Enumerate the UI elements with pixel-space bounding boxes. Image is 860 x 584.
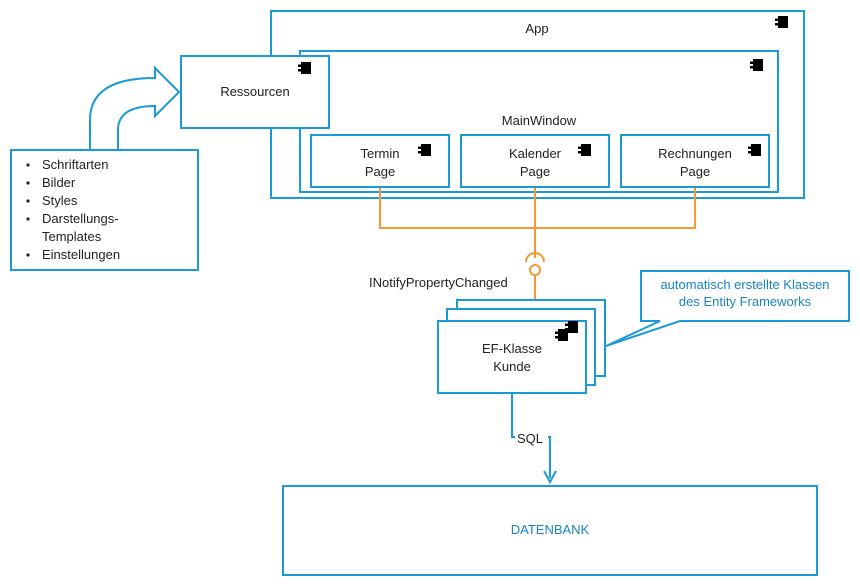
page-termin[interactable]: Termin Page xyxy=(310,134,450,188)
bullet-icon xyxy=(26,217,30,221)
bullet-icon xyxy=(26,163,30,167)
page-label-line2: Page xyxy=(520,164,550,179)
resource-item: Templates xyxy=(42,229,102,244)
page-kalender[interactable]: Kalender Page xyxy=(460,134,610,188)
entity-label-line2: Kunde xyxy=(493,359,531,374)
socket-icon xyxy=(525,252,545,263)
resource-item: Einstellungen xyxy=(42,247,120,262)
entity-label-line1: EF-Klasse xyxy=(482,341,542,356)
resources-list-box: Schriftarten Bilder Styles Darstellungs-… xyxy=(10,149,199,271)
database-label: DATENBANK xyxy=(511,522,590,537)
page-label-line2: Page xyxy=(365,164,395,179)
bullet-icon xyxy=(26,181,30,185)
page-label-line1: Termin xyxy=(360,146,399,161)
page-label-line1: Kalender xyxy=(509,146,562,161)
page-label-line2: Page xyxy=(680,164,710,179)
callout-shape xyxy=(605,270,850,347)
database[interactable]: DATENBANK xyxy=(282,485,818,576)
mainwindow-title: MainWindow xyxy=(502,113,577,128)
resource-item: Styles xyxy=(42,193,78,208)
note-line1: automatisch erstellte Klassen xyxy=(660,277,829,292)
resources-title: Ressourcen xyxy=(220,84,289,99)
interface-connectors xyxy=(379,188,696,301)
resources-list: Schriftarten Bilder Styles Darstellungs-… xyxy=(26,157,120,262)
ef-classes-stack[interactable]: EF-Klasse Kunde xyxy=(437,299,606,394)
resources-component[interactable]: Ressourcen xyxy=(180,55,330,129)
bullet-icon xyxy=(26,253,30,257)
resource-item: Schriftarten xyxy=(42,157,108,172)
connector-line xyxy=(379,188,696,229)
note-line2: des Entity Frameworks xyxy=(679,294,812,309)
sql-connector: SQL xyxy=(511,394,557,485)
interface-label: INotifyPropertyChanged xyxy=(369,275,508,290)
bullet-icon xyxy=(26,199,30,203)
sql-label: SQL xyxy=(517,431,543,446)
resource-item: Darstellungs- xyxy=(42,211,119,226)
arrowhead-icon xyxy=(543,470,557,485)
resource-item: Bilder xyxy=(42,175,76,190)
lollipop-icon xyxy=(529,264,541,276)
page-label-line1: Rechnungen xyxy=(658,146,732,161)
app-title: App xyxy=(525,21,548,36)
note-callout: automatisch erstellte Klassen des Entity… xyxy=(605,270,850,347)
label-background xyxy=(515,430,548,446)
curved-arrow-icon xyxy=(89,65,181,150)
page-rechnungen[interactable]: Rechnungen Page xyxy=(620,134,770,188)
